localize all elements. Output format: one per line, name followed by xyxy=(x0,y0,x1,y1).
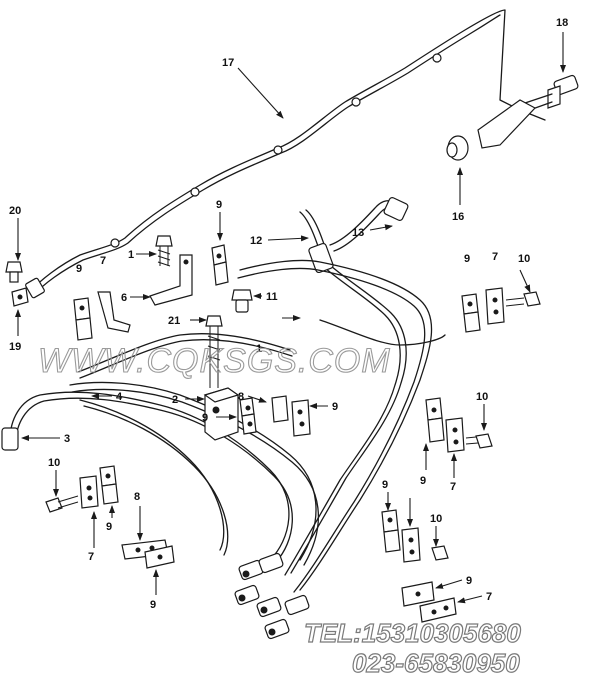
bolt-10-right-mid xyxy=(465,433,493,449)
clamp-7-left xyxy=(79,475,99,509)
callout-9-right-mid: 9 xyxy=(420,475,426,487)
bolt-20 xyxy=(5,261,23,283)
block-2 xyxy=(203,387,240,441)
injector-fittings xyxy=(234,552,310,640)
callout-9-center-right: 9 xyxy=(332,401,338,413)
callout-10-left: 10 xyxy=(48,457,60,469)
callout-8-lower: 8 xyxy=(134,491,140,503)
clamp-7-right-mid xyxy=(445,417,465,453)
callout-7-left-top: 7 xyxy=(100,255,106,267)
callout-21: 21 xyxy=(168,315,180,327)
callout-1-mid: 1 xyxy=(256,343,262,355)
callout-18: 18 xyxy=(556,17,568,29)
callout-7-left-low: 7 xyxy=(88,551,94,563)
contact-tel: TEL:15310305680 xyxy=(304,618,521,648)
callout-10-right-low: 10 xyxy=(430,513,442,525)
callout-9-right-top: 9 xyxy=(464,253,470,265)
clamp-9-bottom xyxy=(401,581,435,607)
callout-7-right-mid: 7 xyxy=(450,481,456,493)
clamp-9-lower-left xyxy=(99,465,119,505)
clamp-9-right-mid xyxy=(425,397,445,443)
callout-7-bottom: 7 xyxy=(486,591,492,603)
bolt-1-top xyxy=(155,235,173,267)
callout-6: 6 xyxy=(121,292,127,304)
clamp-7-right-top xyxy=(485,287,505,325)
callout-9-bottom: 9 xyxy=(466,575,472,587)
callout-9-lower: 9 xyxy=(150,599,156,611)
fuel-line-17 xyxy=(25,9,546,299)
clamp-9-right-low xyxy=(381,509,401,553)
clamp-7-bottom xyxy=(419,597,457,623)
clamp-8-center xyxy=(271,395,311,437)
callout-19: 19 xyxy=(9,341,21,353)
clamp-7-right-low xyxy=(401,527,421,563)
callout-9-right-low: 9 xyxy=(382,479,388,491)
callout-13: 13 xyxy=(352,227,364,239)
callout-16: 16 xyxy=(452,211,464,223)
leader-arrows xyxy=(15,32,566,604)
callout-2: 2 xyxy=(172,394,178,406)
clamp-9-left xyxy=(73,297,93,341)
callout-1-top: 1 xyxy=(128,249,134,261)
clamp-9-right-top xyxy=(461,293,481,333)
callout-12: 12 xyxy=(250,235,262,247)
contact-phone: 023-65830950 xyxy=(352,648,520,678)
callout-9-left-low: 9 xyxy=(106,521,112,533)
bolt-10-right-top xyxy=(505,291,541,307)
fitting-11 xyxy=(231,289,253,313)
watermark-text: WWW.CQKSGS.COM xyxy=(38,342,391,380)
callout-11: 11 xyxy=(266,291,278,303)
callout-7-right-top: 7 xyxy=(492,251,498,263)
clip-19 xyxy=(11,287,29,307)
bolt-10-left xyxy=(45,495,79,513)
clamp-9-top xyxy=(211,244,229,286)
callout-9-top: 9 xyxy=(216,199,222,211)
fuel-line-12 xyxy=(284,197,409,576)
callout-20: 20 xyxy=(9,205,21,217)
callout-10-right-top: 10 xyxy=(518,253,530,265)
callout-labels: 18 17 16 20 9 13 12 1 6 7 10 11 19 21 2 … xyxy=(9,17,568,611)
bracket-18 xyxy=(477,99,536,149)
fuel-line-3 xyxy=(1,391,293,563)
callout-9-center-left: 9 xyxy=(202,412,208,424)
bushing-16 xyxy=(446,135,469,161)
bracket-6-left xyxy=(97,291,131,333)
callout-10-right-mid: 10 xyxy=(476,391,488,403)
callout-9-left-top: 9 xyxy=(76,263,82,275)
callout-8-center: 8 xyxy=(238,391,244,403)
bolt-10-right-low xyxy=(431,545,449,561)
bracket-6-top xyxy=(149,254,193,306)
clamp-9-center xyxy=(239,397,257,435)
callout-17: 17 xyxy=(222,57,234,69)
bolt-18 xyxy=(521,74,579,113)
callout-3: 3 xyxy=(64,433,70,445)
clamp-9-lower xyxy=(144,545,175,569)
callout-4: 4 xyxy=(116,391,123,403)
fuel-line-manifold xyxy=(237,259,446,593)
